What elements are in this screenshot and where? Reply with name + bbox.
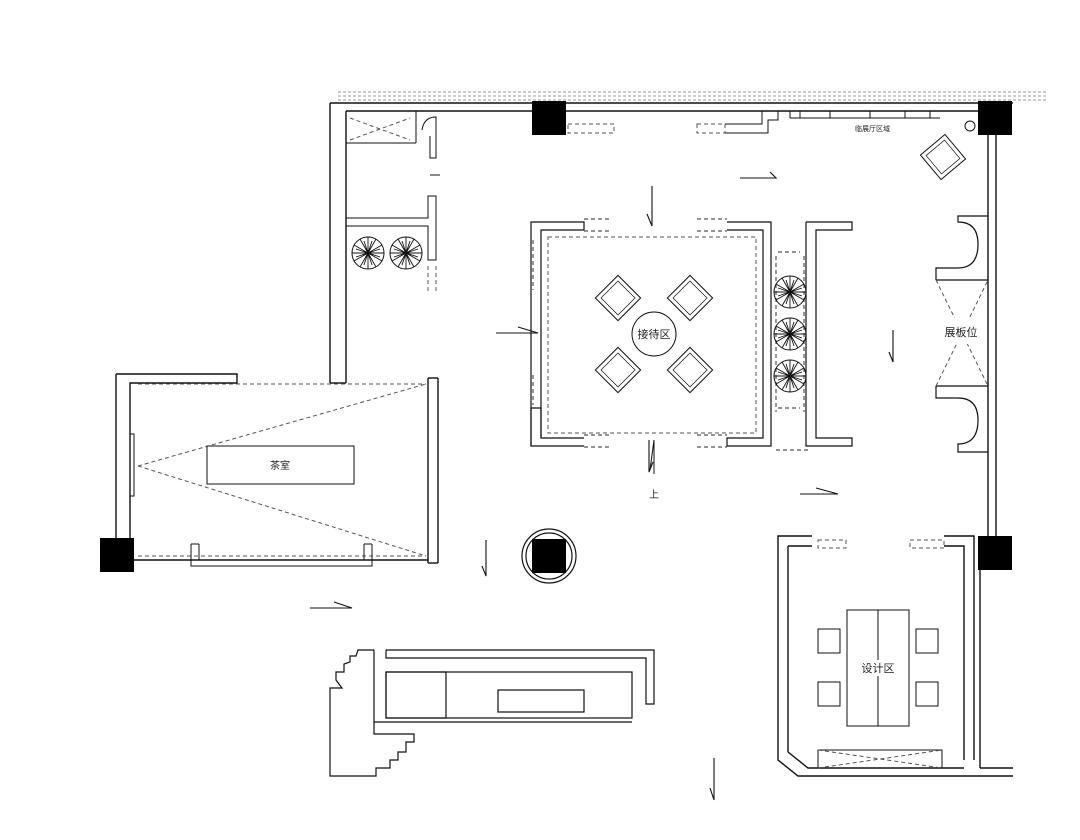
- reception-table: [631, 311, 677, 357]
- top-wall-note: 临展厅区域: [855, 124, 890, 133]
- plant-cabinet-left: [346, 195, 437, 292]
- reception-rug: [547, 236, 757, 434]
- section-marks: [310, 171, 894, 801]
- reception-partitions: [530, 218, 853, 451]
- tea-room-wall-panel: [129, 433, 135, 497]
- structural-columns: [100, 101, 1012, 573]
- storage-top-left: [346, 111, 440, 176]
- tea-table: [206, 445, 355, 485]
- exterior-walls: [115, 102, 1013, 777]
- display-label-bg: [940, 318, 982, 344]
- top-wall-features: [567, 111, 940, 134]
- bar-counter: [329, 649, 655, 777]
- round-column-ring: [521, 528, 577, 584]
- design-label-bg: [855, 660, 901, 676]
- tea-room-lines: [137, 383, 427, 557]
- reception-label: 接待区: [638, 327, 671, 341]
- stair-up-label: 上: [649, 489, 659, 501]
- display-label: 展板位: [945, 325, 978, 339]
- design-label: 设计区: [862, 662, 895, 675]
- tea-room-bench: [190, 543, 373, 567]
- tea-room-label: 茶室: [270, 459, 290, 472]
- corner-pipe: [964, 120, 976, 132]
- exterior-band: [338, 91, 1048, 101]
- design-room-furniture: [817, 539, 945, 769]
- stair-up-arrow: [649, 439, 655, 471]
